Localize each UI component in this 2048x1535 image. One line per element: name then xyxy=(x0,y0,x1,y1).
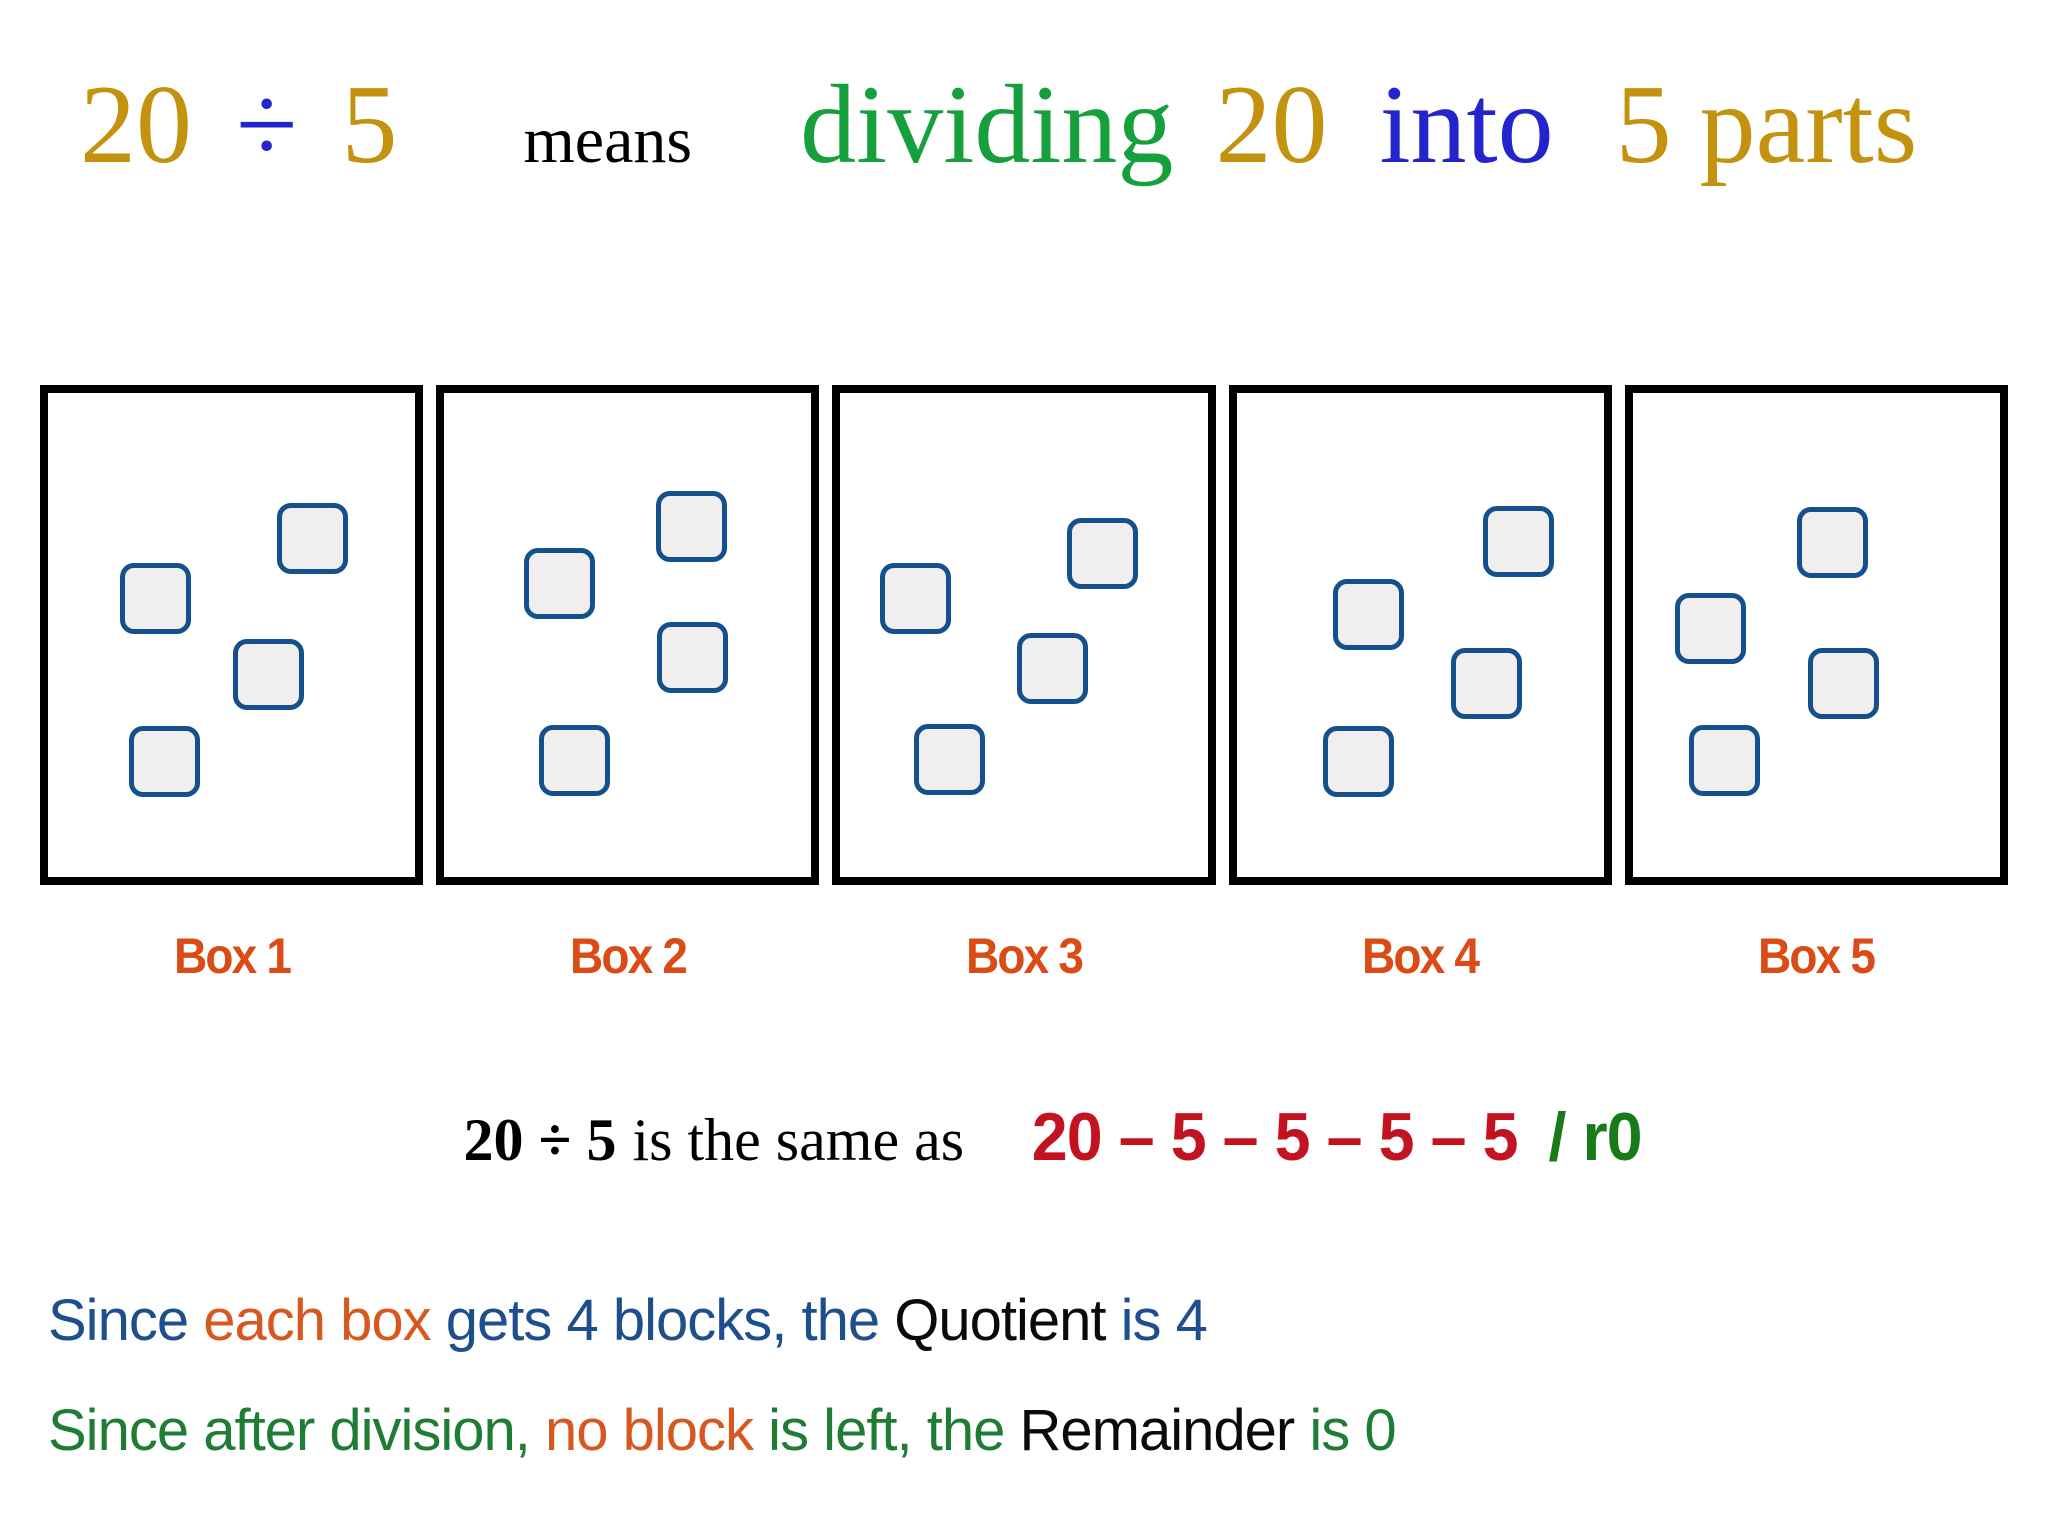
box xyxy=(436,385,820,885)
block xyxy=(539,725,611,796)
title-part: dividing xyxy=(800,63,1174,187)
block xyxy=(1688,725,1760,796)
explanation-segment: gets 4 blocks, the xyxy=(430,1288,895,1353)
box-column: Box 3 xyxy=(832,385,1216,985)
block xyxy=(914,724,986,795)
title-part: into xyxy=(1379,63,1554,187)
block xyxy=(233,639,304,710)
title-part: ÷ xyxy=(236,63,298,187)
explanation-segment: Remainder xyxy=(1019,1398,1296,1463)
explanation-segment: Quotient xyxy=(894,1288,1106,1353)
block xyxy=(1067,518,1139,589)
box-label: Box 1 xyxy=(173,928,292,984)
equation-line: 20 ÷ 5 is the same as 20 – 5 – 5 – 5 – 5… xyxy=(0,1098,2048,1176)
explanation-line-1: Since each box gets 4 blocks, the Quotie… xyxy=(48,1288,1208,1355)
equation-lhs-text: is the same as xyxy=(632,1107,965,1173)
title: 20 ÷ 5 means dividing 20 into 5 parts xyxy=(80,58,2028,192)
box-label: Box 5 xyxy=(1758,928,1876,984)
box xyxy=(832,385,1216,885)
box-label: Box 2 xyxy=(569,928,688,984)
block xyxy=(277,503,348,574)
boxes-row: Box 1 Box 2 Box 3 Box 4 Box 5 xyxy=(40,385,2009,985)
explanation-segment: Since xyxy=(48,1288,204,1353)
title-part: 5 parts xyxy=(1615,63,1918,187)
block xyxy=(656,491,728,562)
equation-lhs-bold: 20 ÷ 5 xyxy=(463,1107,617,1173)
equation-remainder: / r0 xyxy=(1548,1099,1643,1175)
block xyxy=(657,622,729,693)
block xyxy=(1017,633,1089,704)
box xyxy=(1624,385,2009,885)
block xyxy=(1322,726,1394,797)
title-part: means xyxy=(523,104,693,177)
explanation-segment: Since after division, xyxy=(48,1398,546,1463)
explanation-segment: is 0 xyxy=(1294,1398,1396,1463)
block xyxy=(129,726,200,797)
box-column: Box 4 xyxy=(1228,385,1612,985)
equation-subtraction: 20 – 5 – 5 – 5 – 5 xyxy=(1031,1099,1519,1175)
block xyxy=(524,548,596,619)
explanation-segment: each box xyxy=(203,1288,431,1353)
block xyxy=(1674,593,1746,664)
block xyxy=(1450,648,1522,719)
title-part: 20 xyxy=(1215,63,1328,187)
box xyxy=(40,385,424,885)
box-label: Box 4 xyxy=(1362,928,1480,984)
block xyxy=(120,563,191,634)
block xyxy=(1332,579,1404,650)
box-column: Box 2 xyxy=(436,385,820,985)
explanation-segment: is 4 xyxy=(1105,1288,1208,1353)
box-label: Box 3 xyxy=(965,928,1084,984)
block xyxy=(1482,506,1554,577)
explanation-segment: is left, the xyxy=(753,1398,1020,1463)
block xyxy=(1796,507,1868,578)
title-part: 5 xyxy=(341,63,398,187)
box-column: Box 5 xyxy=(1624,385,2009,985)
title-part: 20 xyxy=(80,63,192,187)
block xyxy=(1807,648,1879,719)
explanation-line-2: Since after division, no block is left, … xyxy=(48,1398,1397,1465)
box xyxy=(1228,385,1612,885)
block xyxy=(880,563,952,634)
box-column: Box 1 xyxy=(40,385,424,985)
explanation-segment: no block xyxy=(545,1398,754,1463)
